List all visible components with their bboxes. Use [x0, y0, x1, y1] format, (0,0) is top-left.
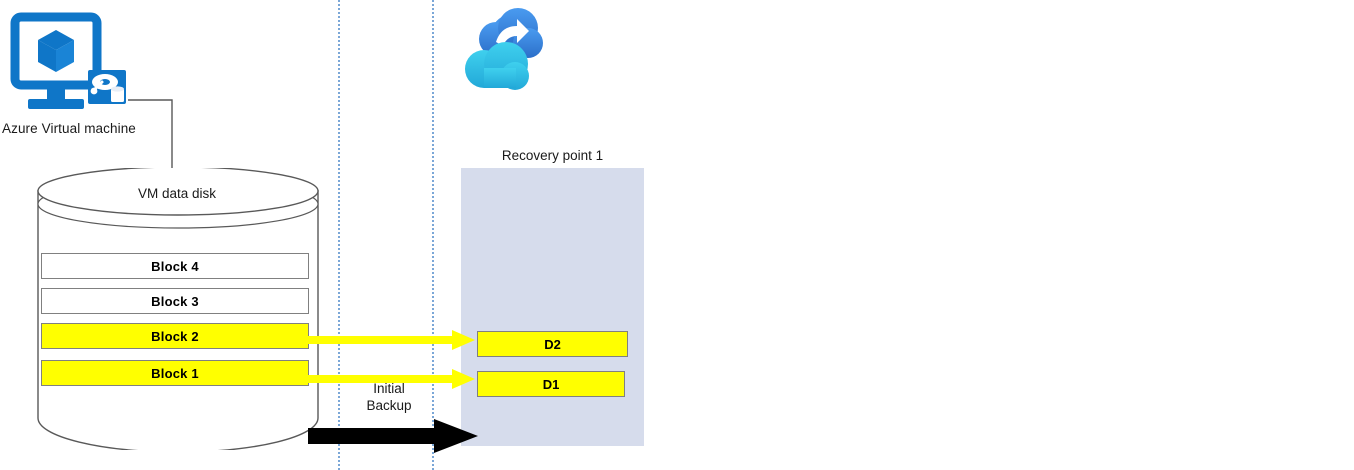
guide-line-right [432, 0, 434, 470]
recovery-point-title: Recovery point 1 [501, 148, 604, 163]
initial-backup-label-line1: Initial [373, 381, 405, 396]
recovery-point-block-d1: D1 [477, 371, 625, 397]
initial-backup-arrow [308, 419, 478, 453]
cube-glyph [38, 30, 74, 72]
managed-disk-icon [88, 70, 126, 104]
disk-block-3: Block 3 [41, 288, 309, 314]
azure-virtual-machine-label: Azure Virtual machine [2, 121, 136, 136]
guide-line-left [338, 0, 340, 470]
transfer-arrow-block1-to-d1 [300, 369, 475, 389]
vm-to-disk-connector [128, 99, 173, 186]
azure-virtual-machine-icon [10, 12, 140, 120]
initial-backup-label-line2: Backup [366, 398, 412, 413]
transfer-arrow-block2-to-d2 [300, 330, 475, 350]
cloud-arrow-glyph [496, 19, 529, 46]
disk-block-1: Block 1 [41, 360, 309, 386]
recovery-point-block-d2: D2 [477, 331, 628, 357]
disk-block-2: Block 2 [41, 323, 309, 349]
disk-block-4: Block 4 [41, 253, 309, 279]
initial-backup-label: Initial Backup [344, 380, 434, 414]
azure-backup-cloud-icon [465, 8, 543, 90]
recovery-point-panel [461, 168, 644, 446]
